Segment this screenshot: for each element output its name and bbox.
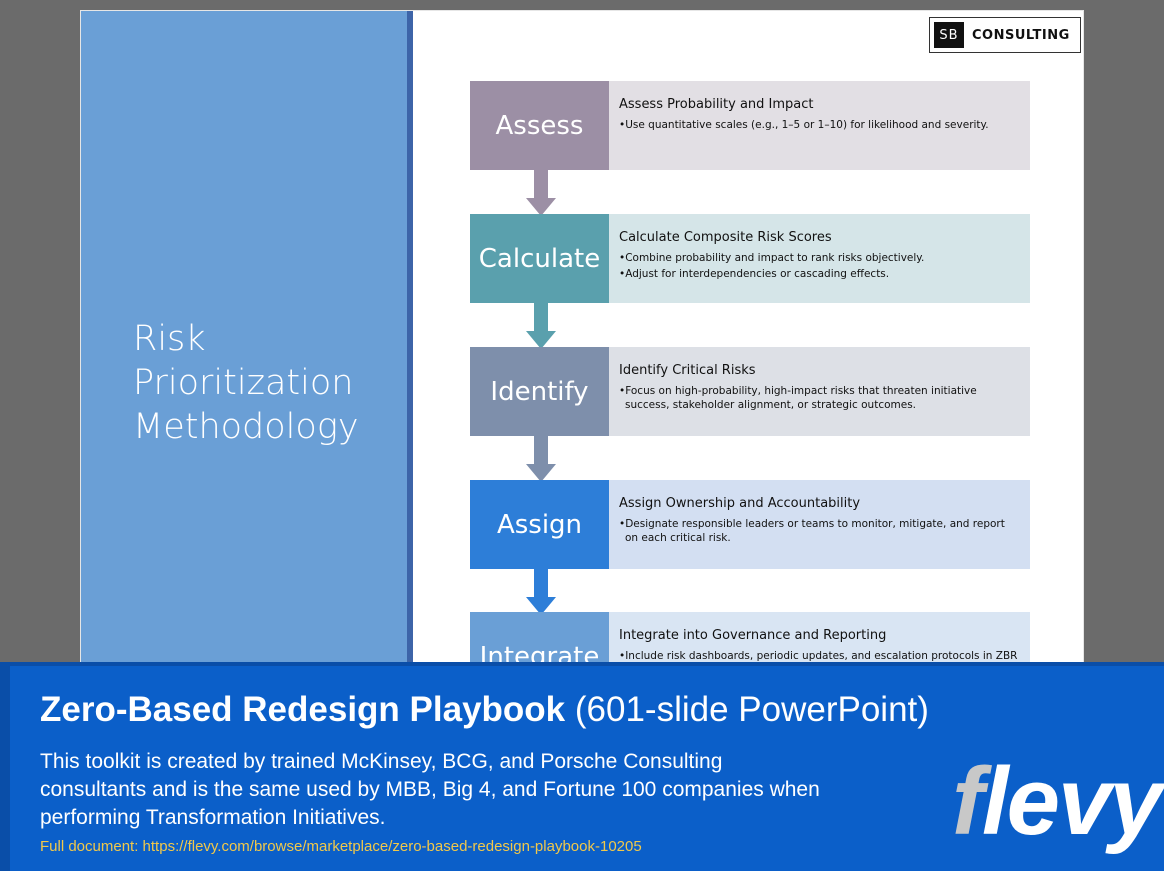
step-body: Assess Probability and Impact Use quanti…: [609, 81, 1030, 170]
banner-title-light: (601-slide PowerPoint): [574, 690, 929, 729]
flevy-logo: flevy: [952, 752, 1163, 852]
step-bullet: Combine probability and impact to rank r…: [619, 251, 1020, 265]
step-label: Assign: [470, 480, 609, 569]
banner-title-bold: Zero-Based Redesign Playbook: [40, 690, 566, 729]
step-label: Calculate: [470, 214, 609, 303]
step-bullet: Designate responsible leaders or teams t…: [619, 517, 1020, 545]
step-heading: Assign Ownership and Accountability: [619, 496, 861, 511]
step-body: Assign Ownership and Accountability Desi…: [609, 480, 1030, 569]
down-arrow-icon: [526, 303, 556, 349]
slide-title-line: Prioritization: [133, 363, 354, 403]
banner-accent: [0, 662, 10, 871]
logo-mark: SB: [934, 22, 964, 48]
title-panel: [81, 11, 413, 664]
step-body: Calculate Composite Risk Scores Combine …: [609, 214, 1030, 303]
down-arrow-icon: [526, 170, 556, 216]
step-assess: Assess Assess Probability and Impact Use…: [470, 81, 1030, 170]
logo-text: CONSULTING: [972, 27, 1070, 43]
slide-title-line: Methodology: [133, 407, 359, 447]
step-heading: Identify Critical Risks: [619, 363, 756, 378]
step-bullet: Focus on high-probability, high-impact r…: [619, 384, 1020, 412]
step-identify: Identify Identify Critical Risks Focus o…: [470, 347, 1030, 436]
step-bullet: Use quantitative scales (e.g., 1–5 or 1–…: [619, 118, 1020, 132]
step-body: Identify Critical Risks Focus on high-pr…: [609, 347, 1030, 436]
promo-banner: [0, 662, 1164, 871]
flevy-logo-rest: levy: [981, 748, 1163, 855]
down-arrow-icon: [526, 436, 556, 482]
slide-title-line: Risk: [133, 319, 206, 359]
step-heading: Calculate Composite Risk Scores: [619, 230, 832, 245]
step-label: Identify: [470, 347, 609, 436]
step-label: Assess: [470, 81, 609, 170]
step-bullet: Adjust for interdependencies or cascadin…: [619, 267, 1020, 281]
step-heading: Assess Probability and Impact: [619, 97, 814, 112]
flevy-logo-f: f: [952, 748, 984, 855]
slide: Risk Prioritization Methodology SB CONSU…: [80, 10, 1084, 665]
full-document-link[interactable]: Full document: https://flevy.com/browse/…: [40, 838, 642, 855]
down-arrow-icon: [526, 569, 556, 615]
slide-title: Risk Prioritization Methodology: [133, 317, 359, 449]
step-bullet: Include risk dashboards, periodic update…: [619, 649, 1020, 663]
step-integrate: Integrate Integrate into Governance and …: [470, 612, 1030, 664]
banner-title: Zero-Based Redesign Playbook (601-slide …: [40, 690, 929, 730]
step-label: Integrate: [470, 612, 609, 664]
step-assign: Assign Assign Ownership and Accountabili…: [470, 480, 1030, 569]
step-heading: Integrate into Governance and Reporting: [619, 628, 887, 643]
sb-consulting-logo: SB CONSULTING: [929, 17, 1081, 53]
banner-description: This toolkit is created by trained McKin…: [40, 750, 820, 829]
step-body: Integrate into Governance and Reporting …: [609, 612, 1030, 664]
step-calculate: Calculate Calculate Composite Risk Score…: [470, 214, 1030, 303]
